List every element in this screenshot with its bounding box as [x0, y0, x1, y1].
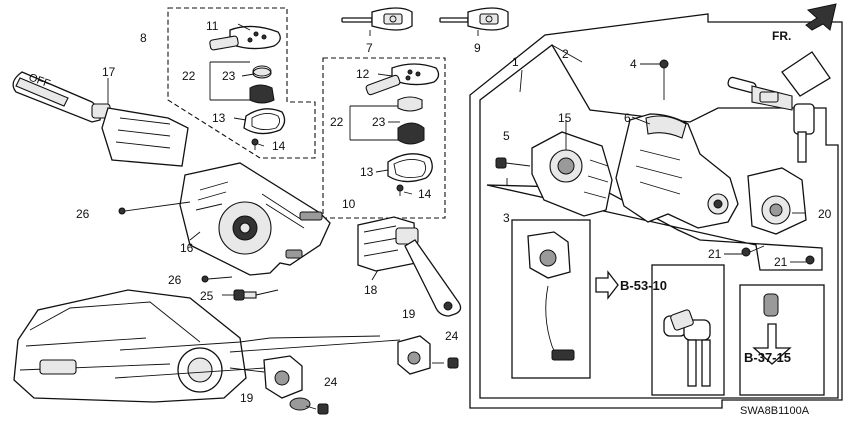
- screw-14b: [396, 184, 404, 196]
- immobilizer-unit: [527, 231, 575, 361]
- callout-16: 16: [180, 241, 194, 255]
- callout-22a: 22: [182, 69, 196, 83]
- screw-25: [233, 289, 279, 301]
- callout-13a: 13: [212, 111, 226, 125]
- remote-key-12: [365, 63, 440, 96]
- sensor-19-right: [397, 335, 431, 375]
- callout-12: 12: [356, 67, 370, 81]
- screw-21b: [805, 255, 815, 265]
- ref-b53-arrow: [595, 270, 619, 300]
- remote-key-group-frame-left: [167, 7, 316, 159]
- callout-14b: 14: [418, 187, 432, 201]
- screw-26b: [201, 275, 233, 283]
- bolt-24a: [432, 357, 459, 369]
- callout-26b: 26: [168, 273, 182, 287]
- callout-13b: 13: [360, 165, 374, 179]
- ref-b37-label: B-37-15: [744, 350, 791, 365]
- callout-25: 25: [200, 289, 214, 303]
- ref-b53-label: B-53-10: [620, 278, 667, 293]
- callout-17: 17: [102, 65, 116, 79]
- vehicle-outline: [13, 289, 381, 403]
- front-direction-arrow: FR.: [772, 3, 837, 43]
- keys-set-bottom: [663, 309, 711, 387]
- remote-key-11: [209, 25, 281, 51]
- ignition-switch-15: [531, 131, 613, 217]
- callout-10: 10: [342, 197, 356, 211]
- remote-pad-22a: [249, 84, 275, 104]
- wiper-switch-17: OFF: [12, 71, 189, 167]
- callout-23a: 23: [222, 69, 236, 83]
- callout-24a: 24: [445, 329, 459, 343]
- callout-15: 15: [558, 111, 572, 125]
- remote-battery-23a: [252, 65, 272, 79]
- front-label: FR.: [772, 29, 791, 43]
- callout-22b: 22: [330, 115, 344, 129]
- key-cylinder-20: [747, 167, 807, 235]
- callout-20: 20: [818, 207, 832, 221]
- callout-14a: 14: [272, 139, 286, 153]
- key-set-box: [651, 264, 725, 396]
- callout-4: 4: [630, 57, 637, 71]
- callout-labels: 1 2 3 4 5 6 7 8 9 10 11 12 13 13 14 14 1…: [76, 19, 832, 405]
- cable-reel-16: [179, 162, 331, 276]
- callout-11: 11: [206, 19, 219, 33]
- remote-key-group-frame-center: [322, 57, 446, 219]
- bolt-24b: [305, 403, 329, 415]
- steering-lock-6: [615, 113, 739, 229]
- sensor-19-left: [263, 355, 311, 411]
- key-blank-7: [341, 7, 413, 31]
- lock-assembly-frame-1: [469, 13, 843, 409]
- remote-cover-13a: [243, 108, 286, 135]
- callout-8: 8: [140, 31, 147, 45]
- callout-19a: 19: [402, 307, 416, 321]
- callout-19b: 19: [240, 391, 254, 405]
- callout-18: 18: [364, 283, 378, 297]
- callout-3: 3: [503, 211, 510, 225]
- callout-23b: 23: [372, 115, 386, 129]
- remote-battery-23b: [397, 96, 423, 112]
- remote-pad-22b: [397, 122, 425, 145]
- callout-6: 6: [624, 111, 631, 125]
- screw-26a: [118, 201, 191, 215]
- drawing-code: SWA8B1100A: [740, 405, 810, 417]
- remote-cover-13b: [387, 153, 433, 183]
- key-blank-9: [439, 7, 509, 31]
- callout-2: 2: [562, 47, 569, 61]
- screw-5: [495, 157, 531, 169]
- callout-21a: 21: [708, 247, 722, 261]
- lock-assembly-frame-2: [479, 44, 839, 399]
- cylinder-part-b37: [752, 293, 792, 365]
- callout-26a: 26: [76, 207, 90, 221]
- callout-5: 5: [503, 129, 510, 143]
- callout-7: 7: [366, 41, 373, 55]
- bolt-4: [640, 59, 669, 100]
- screw-14a: [251, 138, 259, 150]
- leader-lines: [107, 23, 806, 373]
- master-key-set-top: [727, 51, 831, 163]
- callout-9: 9: [474, 41, 481, 55]
- ref-b37-box: [739, 284, 825, 396]
- callout-21b: 21: [774, 255, 788, 269]
- lighting-switch-18: [357, 216, 462, 317]
- wire-harness-box: [511, 219, 591, 379]
- screw-21a: [741, 245, 765, 257]
- callout-1: 1: [512, 55, 519, 69]
- callout-24b: 24: [324, 375, 338, 389]
